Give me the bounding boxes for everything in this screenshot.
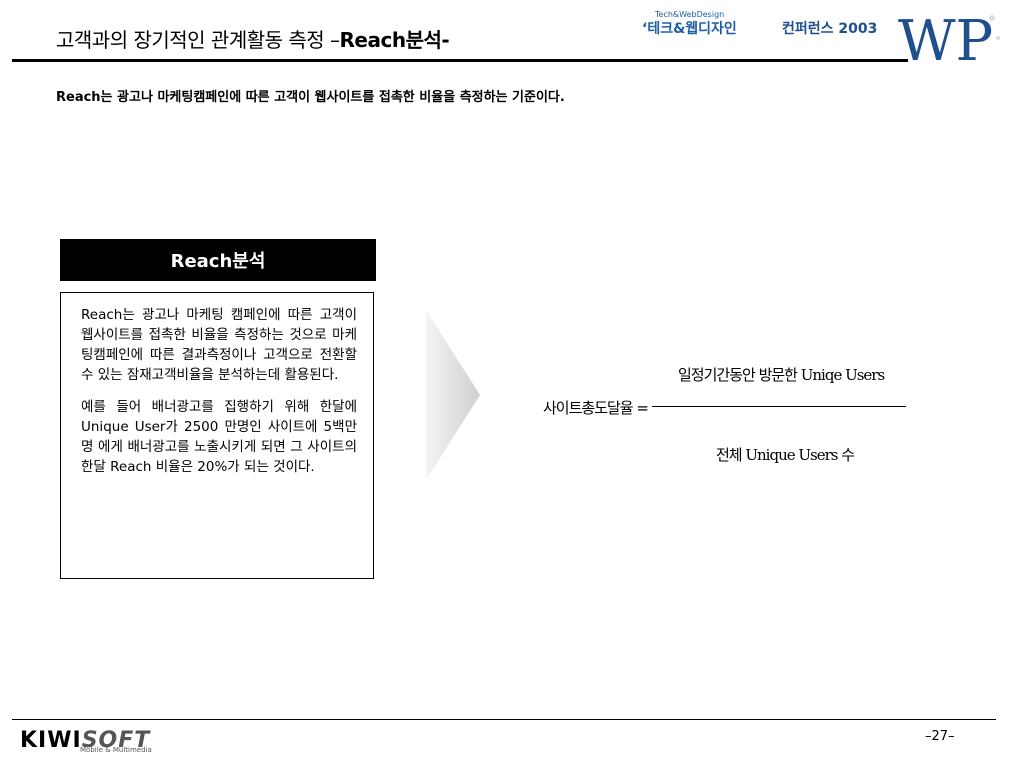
arrow-right-icon <box>426 310 480 480</box>
subtitle: Reach는 광고나 마케팅캠페인에 따른 고객이 웹사이트를 접촉한 비율을 … <box>56 90 565 105</box>
wp-logo: WP <box>898 9 1000 70</box>
formula-denominator: 전체 Unique Users 수 <box>716 446 855 464</box>
panel-body: Reach는 광고나 마케팅 캠페인에 따른 고객이 웹사이트를 접촉한 비율을… <box>60 292 374 579</box>
title-bold: Reach분석- <box>339 28 450 52</box>
panel-paragraph-2: 예를 들어 배너광고를 집행하기 위해 한달에 Unique User가 250… <box>81 399 357 475</box>
panel-paragraph-1: Reach는 광고나 마케팅 캠페인에 따른 고객이 웹사이트를 접촉한 비율을… <box>81 307 357 383</box>
formula-fraction-line <box>652 406 906 407</box>
logo-tagline: Mobile & Multimedia <box>80 746 152 754</box>
formula-lhs: 사이트총도달율 = <box>543 399 649 417</box>
logo-main: KIWI <box>20 728 82 753</box>
wp-logo-text: WP <box>898 9 993 70</box>
footer-divider <box>12 719 996 720</box>
brand-small-text: Tech&WebDesign <box>655 10 725 19</box>
panel-heading: Reach분석 <box>60 239 376 281</box>
formula-numerator: 일정기간동안 방문한 Uniqe Users <box>678 366 885 384</box>
page-title: 고객과의 장기적인 관계활동 측정 –Reach분석- <box>56 24 450 53</box>
header-divider <box>12 59 908 62</box>
brand-conference-text: 컨퍼런스 2003 <box>782 21 878 37</box>
kiwisoft-logo: KIWISOFT <box>20 728 150 753</box>
title-prefix: 고객과의 장기적인 관계활동 측정 – <box>56 28 340 52</box>
brand-main-text: ‘테크&웹디자인 <box>642 21 737 37</box>
page-number: –27– <box>925 729 955 744</box>
logo-soft: SOFT <box>81 728 151 753</box>
